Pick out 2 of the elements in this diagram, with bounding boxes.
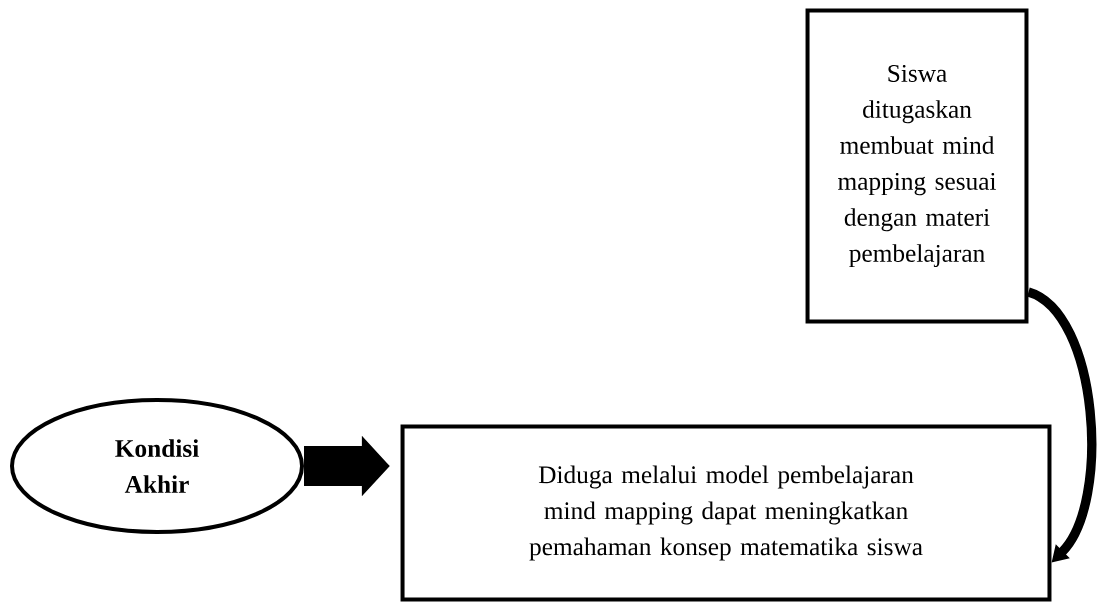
- process-box: Diduga melalui model pembelajaran mind mapping dapat meningkatkan pemahaman konsep matematika siswa: [400, 424, 1052, 602]
- process-box: Siswa ditugaskan membuat mind mapping sesuai dengan materi pembelajaran: [805, 8, 1029, 324]
